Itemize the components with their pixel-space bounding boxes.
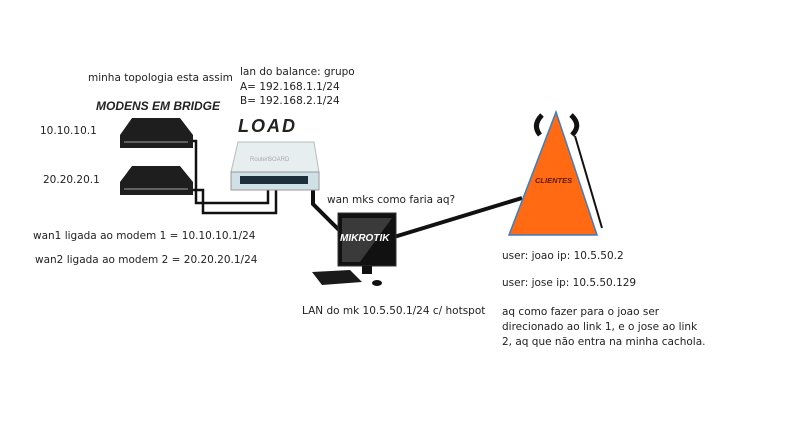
cable-mikrotik-clients bbox=[393, 196, 523, 239]
modem2-ip: 20.20.20.1 bbox=[43, 174, 100, 186]
load-balancer-router: RouterBOARD bbox=[230, 141, 320, 191]
cable-modem2-router bbox=[190, 186, 278, 215]
clients-label: CLIENTES bbox=[535, 176, 573, 185]
clients-question: aq como fazer para o joao ser direcionad… bbox=[502, 305, 705, 350]
question-line: direcionado ao link 1, e o jose ao link bbox=[502, 321, 698, 333]
svg-text:RouterBOARD: RouterBOARD bbox=[250, 157, 290, 163]
balance-lan-title: lan do balance: grupo bbox=[240, 66, 355, 78]
modem-2 bbox=[120, 166, 193, 195]
cable-router-mikrotik bbox=[311, 186, 347, 238]
balance-group-a: A= 192.168.1.1/24 bbox=[240, 81, 340, 93]
topology-caption: minha topologia esta assim bbox=[88, 72, 233, 84]
modem1-ip: 10.10.10.1 bbox=[40, 125, 97, 137]
mikrotik-computer bbox=[312, 212, 397, 286]
load-label: LOAD bbox=[238, 116, 297, 136]
user-jose: user: jose ip: 10.5.50.129 bbox=[502, 277, 637, 289]
balance-group-b: B= 192.168.2.1/24 bbox=[240, 95, 340, 107]
wan2-label: wan2 ligada ao modem 2 = 20.20.20.1/24 bbox=[35, 254, 258, 266]
clients-antenna bbox=[507, 109, 603, 236]
cables bbox=[190, 139, 523, 239]
mikrotik-lan-label: LAN do mk 10.5.50.1/24 c/ hotspot bbox=[302, 305, 486, 317]
cable-modem1-router bbox=[190, 139, 270, 205]
wan1-label: wan1 ligada ao modem 1 = 10.10.10.1/24 bbox=[33, 230, 256, 242]
user-joao: user: joao ip: 10.5.50.2 bbox=[502, 250, 624, 262]
question-line: 2, aq que não entra na minha cachola. bbox=[502, 336, 706, 348]
question-line: aq como fazer para o joao ser bbox=[502, 306, 660, 318]
mikrotik-label: MIKROTIK bbox=[340, 233, 390, 244]
modem-1 bbox=[120, 118, 193, 148]
modems-heading: MODENS EM BRIDGE bbox=[96, 99, 221, 113]
wan-question: wan mks como faria aq? bbox=[327, 194, 456, 206]
